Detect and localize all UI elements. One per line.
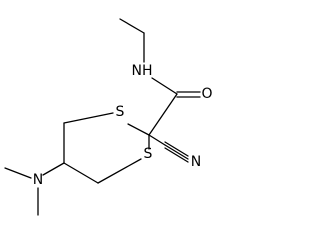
bond-carbonyl-c-ring-c2 xyxy=(148,93,178,136)
bond-nh-carbonyl-c xyxy=(151,77,178,95)
atom-label-s-bottom: S xyxy=(144,146,153,162)
atom-label-s-top: S xyxy=(116,104,125,120)
bond-s-top-c2 xyxy=(127,123,150,136)
structural-formula: S S NH O N N xyxy=(4,18,213,216)
bond-n-amine-methyl-left xyxy=(4,167,32,179)
bond-nitrile-triple-b xyxy=(164,144,189,160)
bond-c4-s-top xyxy=(63,112,114,124)
bond-nitrile-triple-c xyxy=(164,147,189,163)
atom-label-o: O xyxy=(201,86,212,102)
atom-label-amine-n: N xyxy=(33,172,43,188)
atom-label-nh: NH xyxy=(132,63,153,79)
bond-nitrile-triple-a xyxy=(164,141,189,157)
bond-c6-c5 xyxy=(63,162,99,184)
bond-s-bottom-c6 xyxy=(97,158,142,184)
bond-c2-nitrile-c xyxy=(148,134,166,146)
atom-label-nitrile-n: N xyxy=(191,154,201,170)
bond-ethyl-ch3-ch2 xyxy=(119,18,145,34)
bond-c5-n-amine xyxy=(42,162,65,176)
